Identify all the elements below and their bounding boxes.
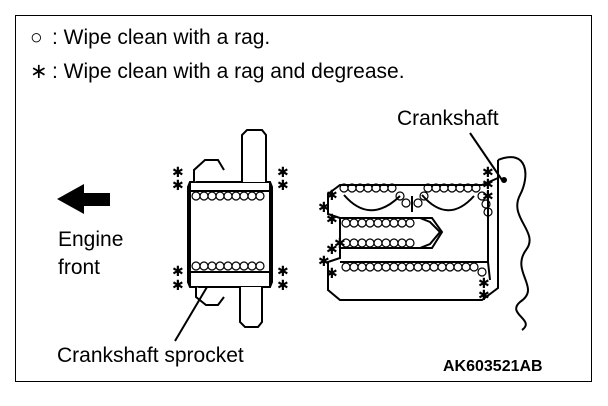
engine-front-label: Engine front [58,226,123,282]
svg-text:✱: ✱ [277,165,289,181]
svg-text:✱: ✱ [478,288,490,304]
engine-front-line-1: Engine [58,228,124,251]
svg-text:✱: ✱ [334,236,346,252]
svg-text:✱: ✱ [172,264,184,280]
svg-text:✱: ✱ [277,178,289,194]
svg-text:✱: ✱ [318,254,330,270]
engine-front-line-2: front [58,256,101,279]
svg-text:✱: ✱ [172,178,184,194]
circle-marker-icon: ○ [30,26,43,49]
asterisk-marker-group: ✱✱ ✱✱ ✱✱ ✱✱ ✱✱✱ ✱✱✱ ✱✱✱ ✱ ✱✱ [172,165,494,304]
svg-text:✱: ✱ [326,266,338,282]
sprocket-leader-line [174,286,208,342]
arrow-left-icon [57,184,110,214]
svg-text:✱: ✱ [326,212,338,228]
svg-text:✱: ✱ [482,189,494,205]
crankshaft-sprocket-drawing [187,129,273,328]
crankshaft-sprocket-label: Crankshaft sprocket [57,344,244,367]
svg-text:✱: ✱ [172,278,184,294]
crankshaft-drawing [327,156,531,331]
svg-text:✱: ✱ [482,177,494,193]
svg-text:✱: ✱ [482,165,494,181]
crankshaft-label: Crankshaft [397,107,499,130]
svg-text:✱: ✱ [172,165,184,181]
svg-text:✱: ✱ [478,276,490,292]
figure-code: AK603521AB [443,358,543,375]
legend-item-asterisk: ∗: Wipe clean with a rag and degrease. [30,59,405,84]
legend-item-ring: ○ : Wipe clean with a rag. [30,26,270,50]
asterisk-marker-icon: ∗ [30,60,48,83]
legend-text: : Wipe clean with a rag. [52,26,271,49]
crankshaft-leader-line [469,132,503,181]
figure-frame [15,15,592,382]
legend-text: : Wipe clean with a rag and degrease. [52,60,405,83]
svg-text:✱: ✱ [318,200,330,216]
svg-text:✱: ✱ [326,188,338,204]
svg-text:✱: ✱ [277,278,289,294]
ring-marker-group [191,183,493,277]
svg-text:✱: ✱ [277,264,289,280]
svg-text:✱: ✱ [326,242,338,258]
